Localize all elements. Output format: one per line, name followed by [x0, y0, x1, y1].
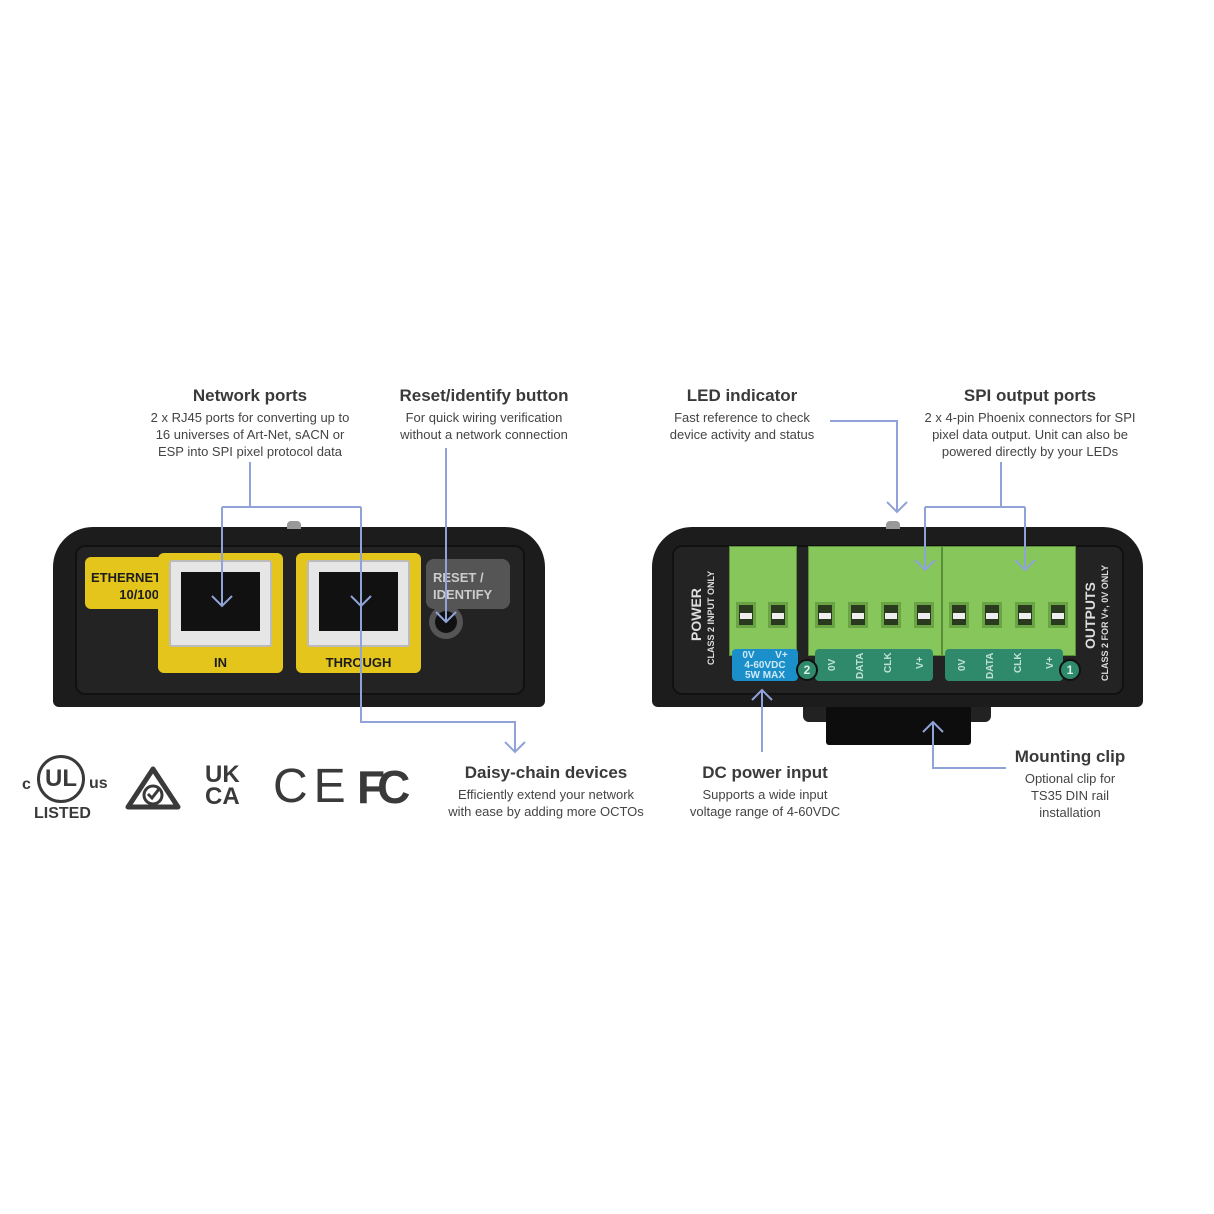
callout-text: without a network connection: [400, 427, 568, 442]
screw: [949, 602, 969, 628]
port-in-label: IN: [214, 655, 227, 670]
ethernet-label: ETHERNET 10/100: [91, 569, 162, 603]
screw: [768, 602, 788, 628]
ul-c-text: c: [22, 776, 31, 793]
screw: [1048, 602, 1068, 628]
mounting-clip: [826, 700, 971, 745]
callout-text: For quick wiring verification: [405, 410, 563, 425]
fcc-logo: FC: [357, 761, 410, 813]
reset-line: [435, 448, 457, 624]
callout-text: Efficiently extend your network: [457, 787, 635, 802]
reset-label-bg: [426, 559, 510, 609]
callout-spi-outputs: SPI output ports 2 x 4-pin Phoenix conne…: [924, 386, 1135, 460]
power-max: 5W MAX: [745, 670, 785, 681]
rcm-icon: [125, 766, 181, 810]
callout-title: LED indicator: [686, 386, 798, 405]
led-line: [830, 420, 908, 514]
callout-title: Mounting clip: [1014, 747, 1126, 766]
screw: [848, 602, 868, 628]
screw: [815, 602, 835, 628]
output-number-2: 2: [796, 659, 818, 681]
screw: [1015, 602, 1035, 628]
spi-line: [914, 462, 1036, 572]
screw: [914, 602, 934, 628]
callout-title: SPI output ports: [963, 386, 1097, 405]
ethernet-label-line: 10/100: [119, 587, 159, 602]
voltage-range: 4-60VDC: [744, 660, 786, 671]
callout-network-ports: Network ports 2 x RJ45 ports for convert…: [151, 386, 350, 460]
callout-text: voltage range of 4-60VDC: [689, 804, 841, 819]
screw: [982, 602, 1002, 628]
ul-us-text: us: [89, 775, 108, 792]
screw: [736, 602, 756, 628]
callout-text: with ease by adding more OCTOs: [448, 804, 644, 819]
callout-led-indicator: LED indicator Fast reference to check de…: [670, 386, 815, 443]
pin-label: 0V: [742, 650, 755, 661]
dc-power-line: [751, 688, 773, 752]
callout-text: TS35 DIN rail: [1030, 788, 1110, 803]
ethernet-label-bg: [85, 557, 165, 609]
output-1-pin-labels: 0V DATA CLK V+: [945, 649, 1063, 681]
callout-text: Optional clip for: [1024, 771, 1116, 786]
callout-title: Daisy-chain devices: [464, 763, 628, 782]
callout-title: DC power input: [702, 763, 828, 782]
callout-mounting-clip: Mounting clip Optional clip for TS35 DIN…: [1015, 747, 1125, 821]
callout-dc-power: DC power input Supports a wide input vol…: [690, 763, 840, 820]
led-indicator: [886, 521, 900, 529]
ul-logo: UL: [37, 755, 85, 803]
pin-label: V+: [775, 650, 788, 661]
callout-text: device activity and status: [669, 427, 815, 442]
callout-text: 2 x RJ45 ports for converting up to: [150, 410, 350, 425]
callout-text: Supports a wide input: [702, 787, 828, 802]
ukca-line: CA: [205, 783, 240, 810]
callout-text: ESP into SPI pixel protocol data: [157, 444, 343, 459]
reset-label-line: IDENTIFY: [433, 587, 493, 602]
callout-title: Reset/identify button: [399, 386, 569, 405]
mounting-clip-line: [922, 720, 1006, 769]
screw: [881, 602, 901, 628]
callout-title: Network ports: [192, 386, 308, 405]
callout-text: Fast reference to check: [674, 410, 810, 425]
callout-daisy-chain: Daisy-chain devices Efficiently extend y…: [448, 763, 644, 820]
callout-reset-button: Reset/identify button For quick wiring v…: [399, 386, 568, 443]
network-ports-line: [221, 462, 516, 752]
callout-text: pixel data output. Unit can also be: [932, 427, 1128, 442]
callout-text: 2 x 4-pin Phoenix connectors for SPI: [924, 410, 1136, 425]
port-through-label: THROUGH: [325, 655, 392, 670]
spi-output-1-terminal[interactable]: [942, 546, 1076, 656]
ul-listed-text: LISTED: [34, 805, 91, 822]
led-indicator-front: [287, 521, 301, 529]
output-number-1: 1: [1059, 659, 1081, 681]
power-rating-label: 0V V+ 4-60VDC 5W MAX: [732, 649, 798, 681]
output-2-pin-labels: 0V DATA CLK V+: [815, 649, 933, 681]
callout-text: powered directly by your LEDs: [941, 444, 1119, 459]
callout-text: 16 universes of Art-Net, sACN or: [155, 427, 345, 442]
ukca-line: UK: [205, 761, 240, 788]
ethernet-label-line: ETHERNET: [91, 570, 162, 585]
ce-logo: CE: [273, 760, 352, 813]
callout-text: installation: [1039, 805, 1101, 820]
ukca-logo: UK CA: [205, 761, 240, 810]
arrow-icon: [211, 595, 526, 754]
